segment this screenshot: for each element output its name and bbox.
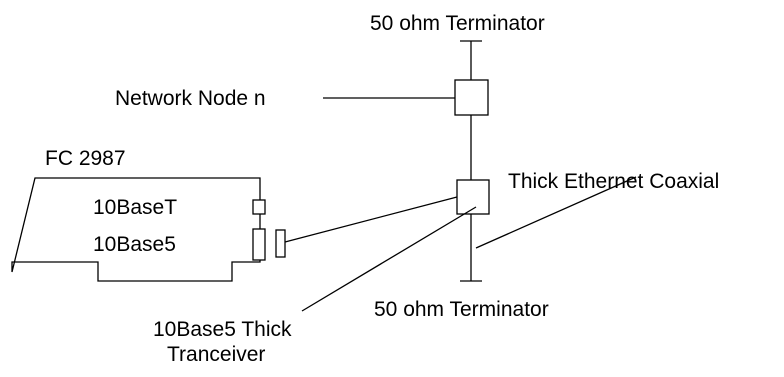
port-10baset-label: 10BaseT — [93, 196, 177, 219]
card-outline — [11, 177, 261, 282]
network-node-box — [454, 79, 489, 116]
bottom-terminator-label: 50 ohm Terminator — [374, 298, 549, 321]
card-name-label: FC 2987 — [45, 147, 126, 170]
aui-cable-plug — [275, 229, 286, 258]
coaxial-pointer — [475, 176, 637, 249]
transceiver-label-line1: 10Base5 Thick — [153, 318, 292, 341]
10baset-connector — [252, 199, 266, 215]
transceiver-label-line2: Tranceiver — [167, 343, 265, 366]
aui-cable-line — [284, 196, 458, 243]
network-node-label: Network Node n — [115, 87, 266, 110]
transceiver-pointer — [301, 206, 477, 312]
top-terminator-label: 50 ohm Terminator — [370, 12, 545, 35]
coaxial-label: Thick Ethernet Coaxial — [508, 170, 719, 193]
port-10base5-label: 10Base5 — [93, 233, 176, 256]
10base5-connector — [252, 228, 266, 261]
